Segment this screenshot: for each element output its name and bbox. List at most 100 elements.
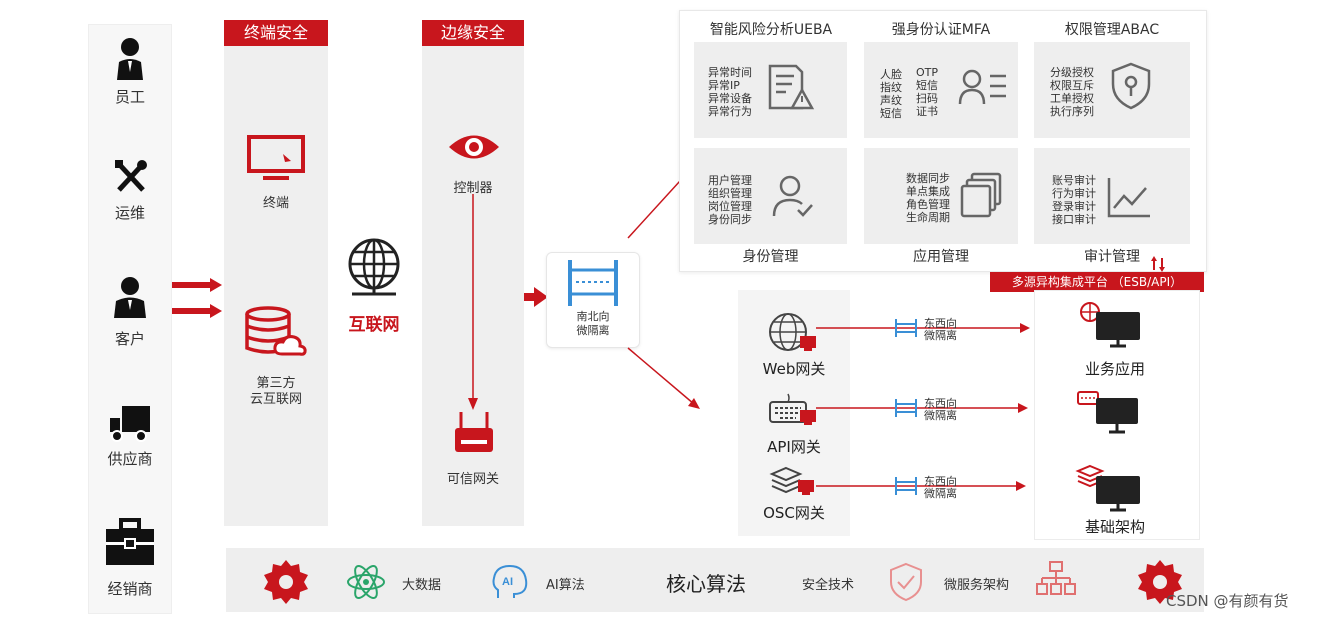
mfa-item: 短信 <box>916 79 938 92</box>
user-check-icon <box>772 175 813 217</box>
audit-item: 登录审计 <box>1052 200 1096 213</box>
id-card-user-icon <box>958 69 1006 105</box>
osc-gateway-label: OSC网关 <box>763 504 825 522</box>
business-app-label: 业务应用 <box>1084 360 1145 378</box>
tools-icon <box>115 160 147 192</box>
mfa-card <box>864 42 1018 138</box>
role-supplier: 供应商 <box>88 402 172 472</box>
mfa-left-items: 人脸 指纹 声纹 短信 <box>880 68 902 120</box>
mfa-item: OTP <box>916 66 939 79</box>
mfa-item: 扫码 <box>916 92 938 105</box>
esb-up-down-arrows-right <box>1151 256 1165 272</box>
app-item: 数据同步 <box>906 172 950 185</box>
role-dealer: 经销商 <box>88 518 172 600</box>
role-customer: 客户 <box>88 276 172 351</box>
infrastructure-icon <box>1075 464 1140 512</box>
third-party-cloud-label: 第三方 云互联网 <box>249 376 302 407</box>
gear-icon-right <box>1138 560 1182 604</box>
role-ops: 运维 <box>88 158 172 228</box>
router-icon <box>455 412 493 452</box>
audit-card <box>1034 148 1190 244</box>
eye-icon <box>449 135 499 159</box>
endpoint-label: 终端 <box>262 196 289 211</box>
truck-icon <box>110 406 150 442</box>
mfa-item: 人脸 <box>880 68 902 81</box>
identity-item: 身份同步 <box>708 213 752 226</box>
ueba-item: 异常行为 <box>708 105 752 118</box>
endpoint-security-title: 终端安全 <box>224 20 328 46</box>
watermark: CSDN @有颜有货 <box>1166 592 1289 610</box>
abac-card <box>1034 42 1190 138</box>
gear-icon-left <box>264 560 308 604</box>
identity-item: 用户管理 <box>708 174 752 187</box>
role-label: 经销商 <box>107 580 153 598</box>
security-tech-label: 安全技术 <box>802 578 855 593</box>
line-chart-icon <box>1107 178 1150 218</box>
ai-head-icon: AI <box>492 564 528 598</box>
identity-item: 组织管理 <box>708 187 752 200</box>
ew-isolation-label-3: 东西向 微隔离 <box>924 475 957 500</box>
internet-label: 互联网 <box>348 315 400 335</box>
edge-to-ns-arrow <box>524 287 548 307</box>
audit-title: 审计管理 <box>1084 249 1140 265</box>
role-label: 运维 <box>114 204 145 222</box>
shield-lock-icon <box>1111 62 1151 110</box>
stacked-pages-icon <box>960 172 1002 218</box>
layers-icon <box>769 466 814 495</box>
ueba-title: 智能风险分析UEBA <box>709 22 833 38</box>
role-label: 客户 <box>114 330 145 348</box>
ueba-item: 异常IP <box>708 79 740 92</box>
ew-firewall-icon-1 <box>895 319 917 337</box>
abac-item: 分级授权 <box>1050 66 1094 79</box>
audit-item: 账号审计 <box>1052 174 1096 187</box>
monitor-icon <box>247 135 305 180</box>
roles-column <box>88 24 172 614</box>
employee-icon <box>117 38 143 80</box>
infrastructure-label: 基础架构 <box>1084 518 1145 536</box>
abac-item: 工单授权 <box>1050 92 1094 105</box>
atom-icon <box>347 565 385 599</box>
business-app-icon <box>1080 302 1140 348</box>
audit-item: 接口审计 <box>1052 213 1096 226</box>
role-label: 供应商 <box>107 450 153 468</box>
server-keyboard-icon <box>1077 391 1138 434</box>
mfa-item: 短信 <box>880 107 902 120</box>
identity-items: 用户管理 组织管理 岗位管理 身份同步 <box>708 174 752 226</box>
ew-firewall-icon-2 <box>895 399 917 417</box>
globe-icon <box>348 238 400 296</box>
abac-item: 执行序列 <box>1050 105 1094 118</box>
gateways-panel <box>738 290 850 536</box>
ueba-item: 异常设备 <box>708 92 752 105</box>
hierarchy-icon <box>1036 561 1076 595</box>
controller-label: 控制器 <box>453 181 493 196</box>
edge-security-title: 边缘安全 <box>422 20 524 46</box>
identity-item: 岗位管理 <box>708 200 752 213</box>
app-item: 单点集成 <box>906 185 950 198</box>
abac-items: 分级授权 权限互斥 工单授权 执行序列 <box>1050 66 1094 118</box>
ueba-item: 异常时间 <box>708 66 752 79</box>
role-arrows <box>172 278 222 318</box>
ns-isolation-box <box>546 252 640 348</box>
mfa-item: 证书 <box>916 105 938 118</box>
database-cloud-icon <box>245 306 307 356</box>
abac-title: 权限管理ABAC <box>1064 22 1160 38</box>
abac-item: 权限互斥 <box>1050 79 1094 92</box>
firewall-icon <box>568 260 618 306</box>
shield-check-icon <box>890 562 922 602</box>
ns-isolation-label: 南北向 微隔离 <box>576 310 610 337</box>
app-item: 角色管理 <box>906 198 950 211</box>
ai-algorithm-label: AI算法 <box>546 578 585 593</box>
audit-items: 账号审计 行为审计 登录审计 接口审计 <box>1052 174 1096 226</box>
ew-isolation-label-2: 东西向 微隔离 <box>924 397 957 422</box>
endpoint-security-panel <box>224 20 328 526</box>
core-algorithm-label: 核心算法 <box>666 572 746 596</box>
briefcase-icon <box>106 518 154 565</box>
big-data-label: 大数据 <box>402 578 442 593</box>
web-globe-icon <box>769 313 816 351</box>
role-employee: 员工 <box>88 34 172 109</box>
mfa-right-items: OTP 短信 扫码 证书 <box>916 66 938 118</box>
api-gateway-label: API网关 <box>767 438 821 456</box>
ew-isolation-label-1: 东西向 微隔离 <box>924 317 957 342</box>
audit-item: 行为审计 <box>1052 187 1096 200</box>
ueba-items: 异常时间 异常IP 异常设备 异常行为 <box>708 66 752 118</box>
